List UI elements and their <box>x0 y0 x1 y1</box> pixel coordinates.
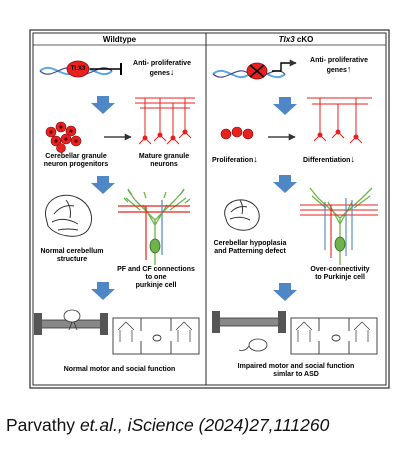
left-anti-proliferative-line1: Anti- proliferative <box>133 60 191 67</box>
left-panel-title: Wildtype <box>102 35 137 44</box>
proliferation-label: Proliferation↓ <box>212 155 282 165</box>
proliferation-down-arrow: ↓ <box>253 154 258 164</box>
tlx3-deleted-mark <box>246 62 268 80</box>
mature-granule-label: Mature granule neurons <box>126 153 202 169</box>
citation-journal: iScience (2024)27,111260 <box>122 415 330 435</box>
reduced-granule-neurons <box>307 97 372 144</box>
right-anti-proliferative-line1: Anti- proliferative <box>310 57 368 64</box>
citation-etal: et.al., <box>79 415 123 435</box>
purkinje-cell-normal <box>118 188 191 265</box>
differentiation-down-arrow: ↓ <box>350 154 355 164</box>
mature-granule-line2: neurons <box>150 161 178 168</box>
graphical-abstract-diagram <box>29 29 390 389</box>
three-chamber-box-right <box>290 317 378 355</box>
proliferation-text: Proliferation <box>212 157 254 164</box>
left-outcome-label: Normal motor and social function <box>63 366 176 373</box>
hypoplastic-cerebellum-outline <box>224 199 260 231</box>
over-connectivity-line1: Over-connectivity <box>310 266 370 273</box>
hypoplasia-line1: Cerebellar hypoplasia <box>213 240 287 247</box>
right-panel-title-suffix: cKO <box>294 35 314 44</box>
activation-arrow <box>272 59 297 72</box>
right-anti-proliferative-label: Anti- proliferative genes↑ <box>296 57 382 75</box>
differentiation-text: Differentiation <box>303 157 351 164</box>
right-anti-proliferative-line2: genes <box>326 67 347 74</box>
right-panel-title-gene: Tlx3 <box>278 35 295 44</box>
over-connectivity-label: Over-connectivity to Purkinje cell <box>296 266 384 282</box>
hypoplasia-line2: and Patterning defect <box>214 248 286 255</box>
left-anti-proliferative-label: Anti- proliferative genes↓ <box>121 60 203 78</box>
pf-cf-line2: to one <box>145 274 167 281</box>
three-chamber-box-left <box>112 317 200 355</box>
tlx3-protein <box>66 60 90 78</box>
right-anti-proliferative-up-arrow: ↑ <box>346 64 352 74</box>
rotarod-left <box>34 309 108 335</box>
mature-granule-line1: Mature granule <box>138 153 190 160</box>
right-outcome-label: Impaired motor and social function simla… <box>206 363 386 379</box>
differentiation-label: Differentiation↓ <box>303 155 383 165</box>
pf-cf-connections-label: PF and CF connections to one purkinje ce… <box>108 266 204 290</box>
hypoplasia-label: Cerebellar hypoplasia and Patterning def… <box>208 240 292 256</box>
granule-progenitors-line2: neuron progenitors <box>43 161 109 168</box>
granule-progenitors-line1: Cerebellar granule <box>45 153 107 160</box>
pf-cf-line3: purkinje cell <box>135 282 177 289</box>
over-connectivity-line2: to Purkinje cell <box>315 274 365 281</box>
right-panel-frame <box>205 32 387 386</box>
left-anti-proliferative-down-arrow: ↓ <box>169 67 175 77</box>
rotarod-right <box>212 311 286 352</box>
right-outcome-line1: Impaired motor and social function <box>237 363 355 370</box>
normal-cerebellum-line2: structure <box>56 256 88 263</box>
citation-author: Parvathy <box>6 415 80 435</box>
citation: Parvathy et.al., iScience (2024)27,11126… <box>6 415 329 436</box>
normal-cerebellum-label: Normal cerebellum structure <box>36 248 108 264</box>
reduced-progenitor-cluster <box>220 126 254 140</box>
pf-cf-line1: PF and CF connections <box>117 266 195 273</box>
right-outcome-line2: simlar to ASD <box>273 371 319 378</box>
right-panel-title: Tlx3 cKO <box>206 35 386 44</box>
normal-cerebellum-line1: Normal cerebellum <box>40 248 104 255</box>
granule-progenitors-label: Cerebellar granule neuron progenitors <box>36 153 116 169</box>
left-anti-proliferative-line2: genes <box>149 70 170 77</box>
normal-cerebellum-outline <box>45 194 93 237</box>
tlx3-badge-label: TLX3 <box>70 66 86 72</box>
purkinje-cell-overconnected <box>300 187 378 265</box>
blue-arrow <box>91 96 297 301</box>
